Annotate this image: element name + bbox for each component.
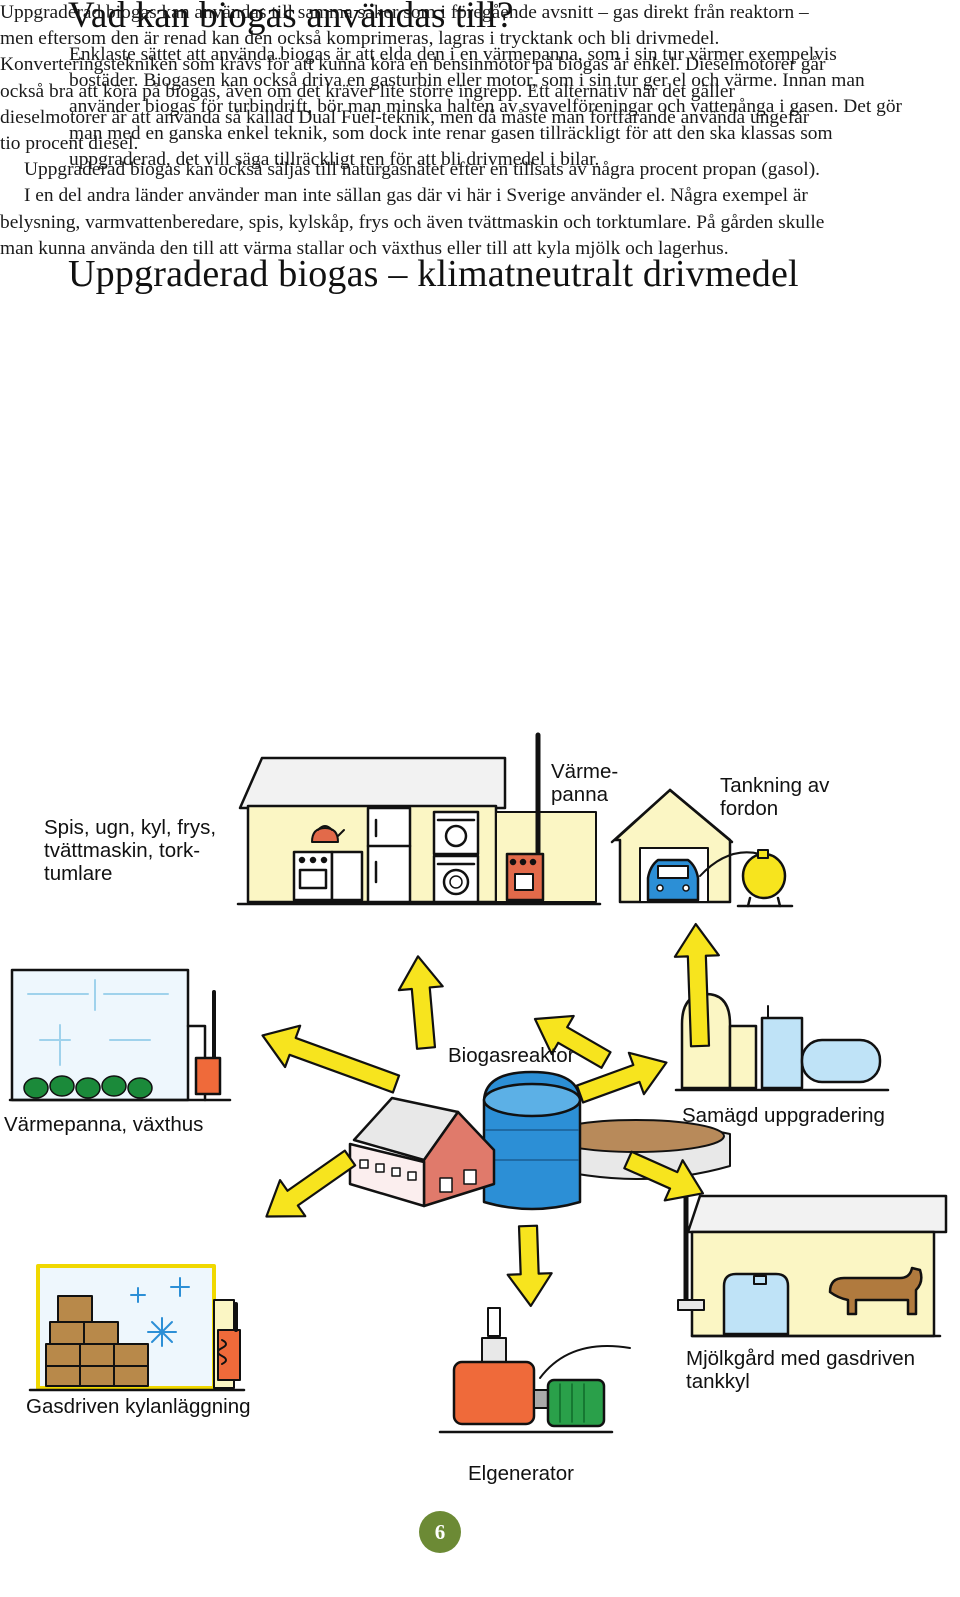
paragraph-upgraded-3: I en del andra länder använder man inte … (0, 185, 825, 259)
section-title-upgraded: Uppgraderad biogas – klimatneutralt driv… (68, 253, 799, 295)
paragraph-uses: Enklaste sättet att använda biogas är at… (69, 44, 902, 170)
label-house: Spis, ugn, kyl, frys, tvättmaskin, tork-… (44, 816, 216, 885)
label-dairy: Mjölkgård med gasdriven tankkyl (686, 1347, 915, 1393)
barn-illustration (348, 1096, 496, 1208)
label-house-line-3: tumlare (44, 862, 113, 885)
label-dairy-line-1: Mjölkgård med gasdriven (686, 1347, 916, 1370)
label-fueling: Tankning av fordon (720, 774, 829, 820)
greenhouse-illustration (8, 968, 232, 1102)
label-fueling-line-1: Tankning av (720, 774, 830, 797)
paragraph-upgraded-1: Uppgraderad biogas kan användas till sam… (0, 2, 826, 155)
upgraded-body: Uppgraderad biogas kan användas till sam… (0, 0, 830, 262)
label-house-line-2: tvättmaskin, tork- (44, 839, 201, 862)
label-generator: Elgenerator (468, 1462, 574, 1485)
upgrading-plant-illustration (674, 992, 890, 1092)
dairy-barn-illustration (677, 1189, 948, 1338)
flow-arrows (261, 922, 720, 1308)
fueling-garage-illustration (610, 788, 794, 908)
reactor-illustration (482, 1070, 731, 1211)
label-house-line-1: Spis, ugn, kyl, frys, (44, 816, 217, 839)
label-boiler-line-1: Värme- (551, 760, 619, 783)
page-number: 6 (419, 1511, 461, 1553)
label-greenhouse: Värmepanna, växthus (4, 1113, 204, 1136)
label-cooling: Gasdriven kylanläggning (26, 1395, 251, 1418)
label-dairy-line-2: tankkyl (686, 1370, 750, 1393)
label-boiler-line-2: panna (551, 783, 609, 806)
label-upgrading: Samägd uppgradering (682, 1104, 885, 1127)
label-boiler: Värme- panna (551, 760, 618, 806)
label-reactor: Biogasreaktor (448, 1044, 575, 1067)
label-fueling-line-2: fordon (720, 797, 779, 820)
paragraph-upgraded-2: Uppgraderad biogas kan också säljas till… (24, 159, 821, 181)
cold-storage-illustration (28, 1264, 246, 1392)
section-title-uses: Vad kan biogas användas till? (68, 0, 514, 36)
house-illustration (236, 732, 602, 906)
generator-illustration (438, 1307, 631, 1434)
